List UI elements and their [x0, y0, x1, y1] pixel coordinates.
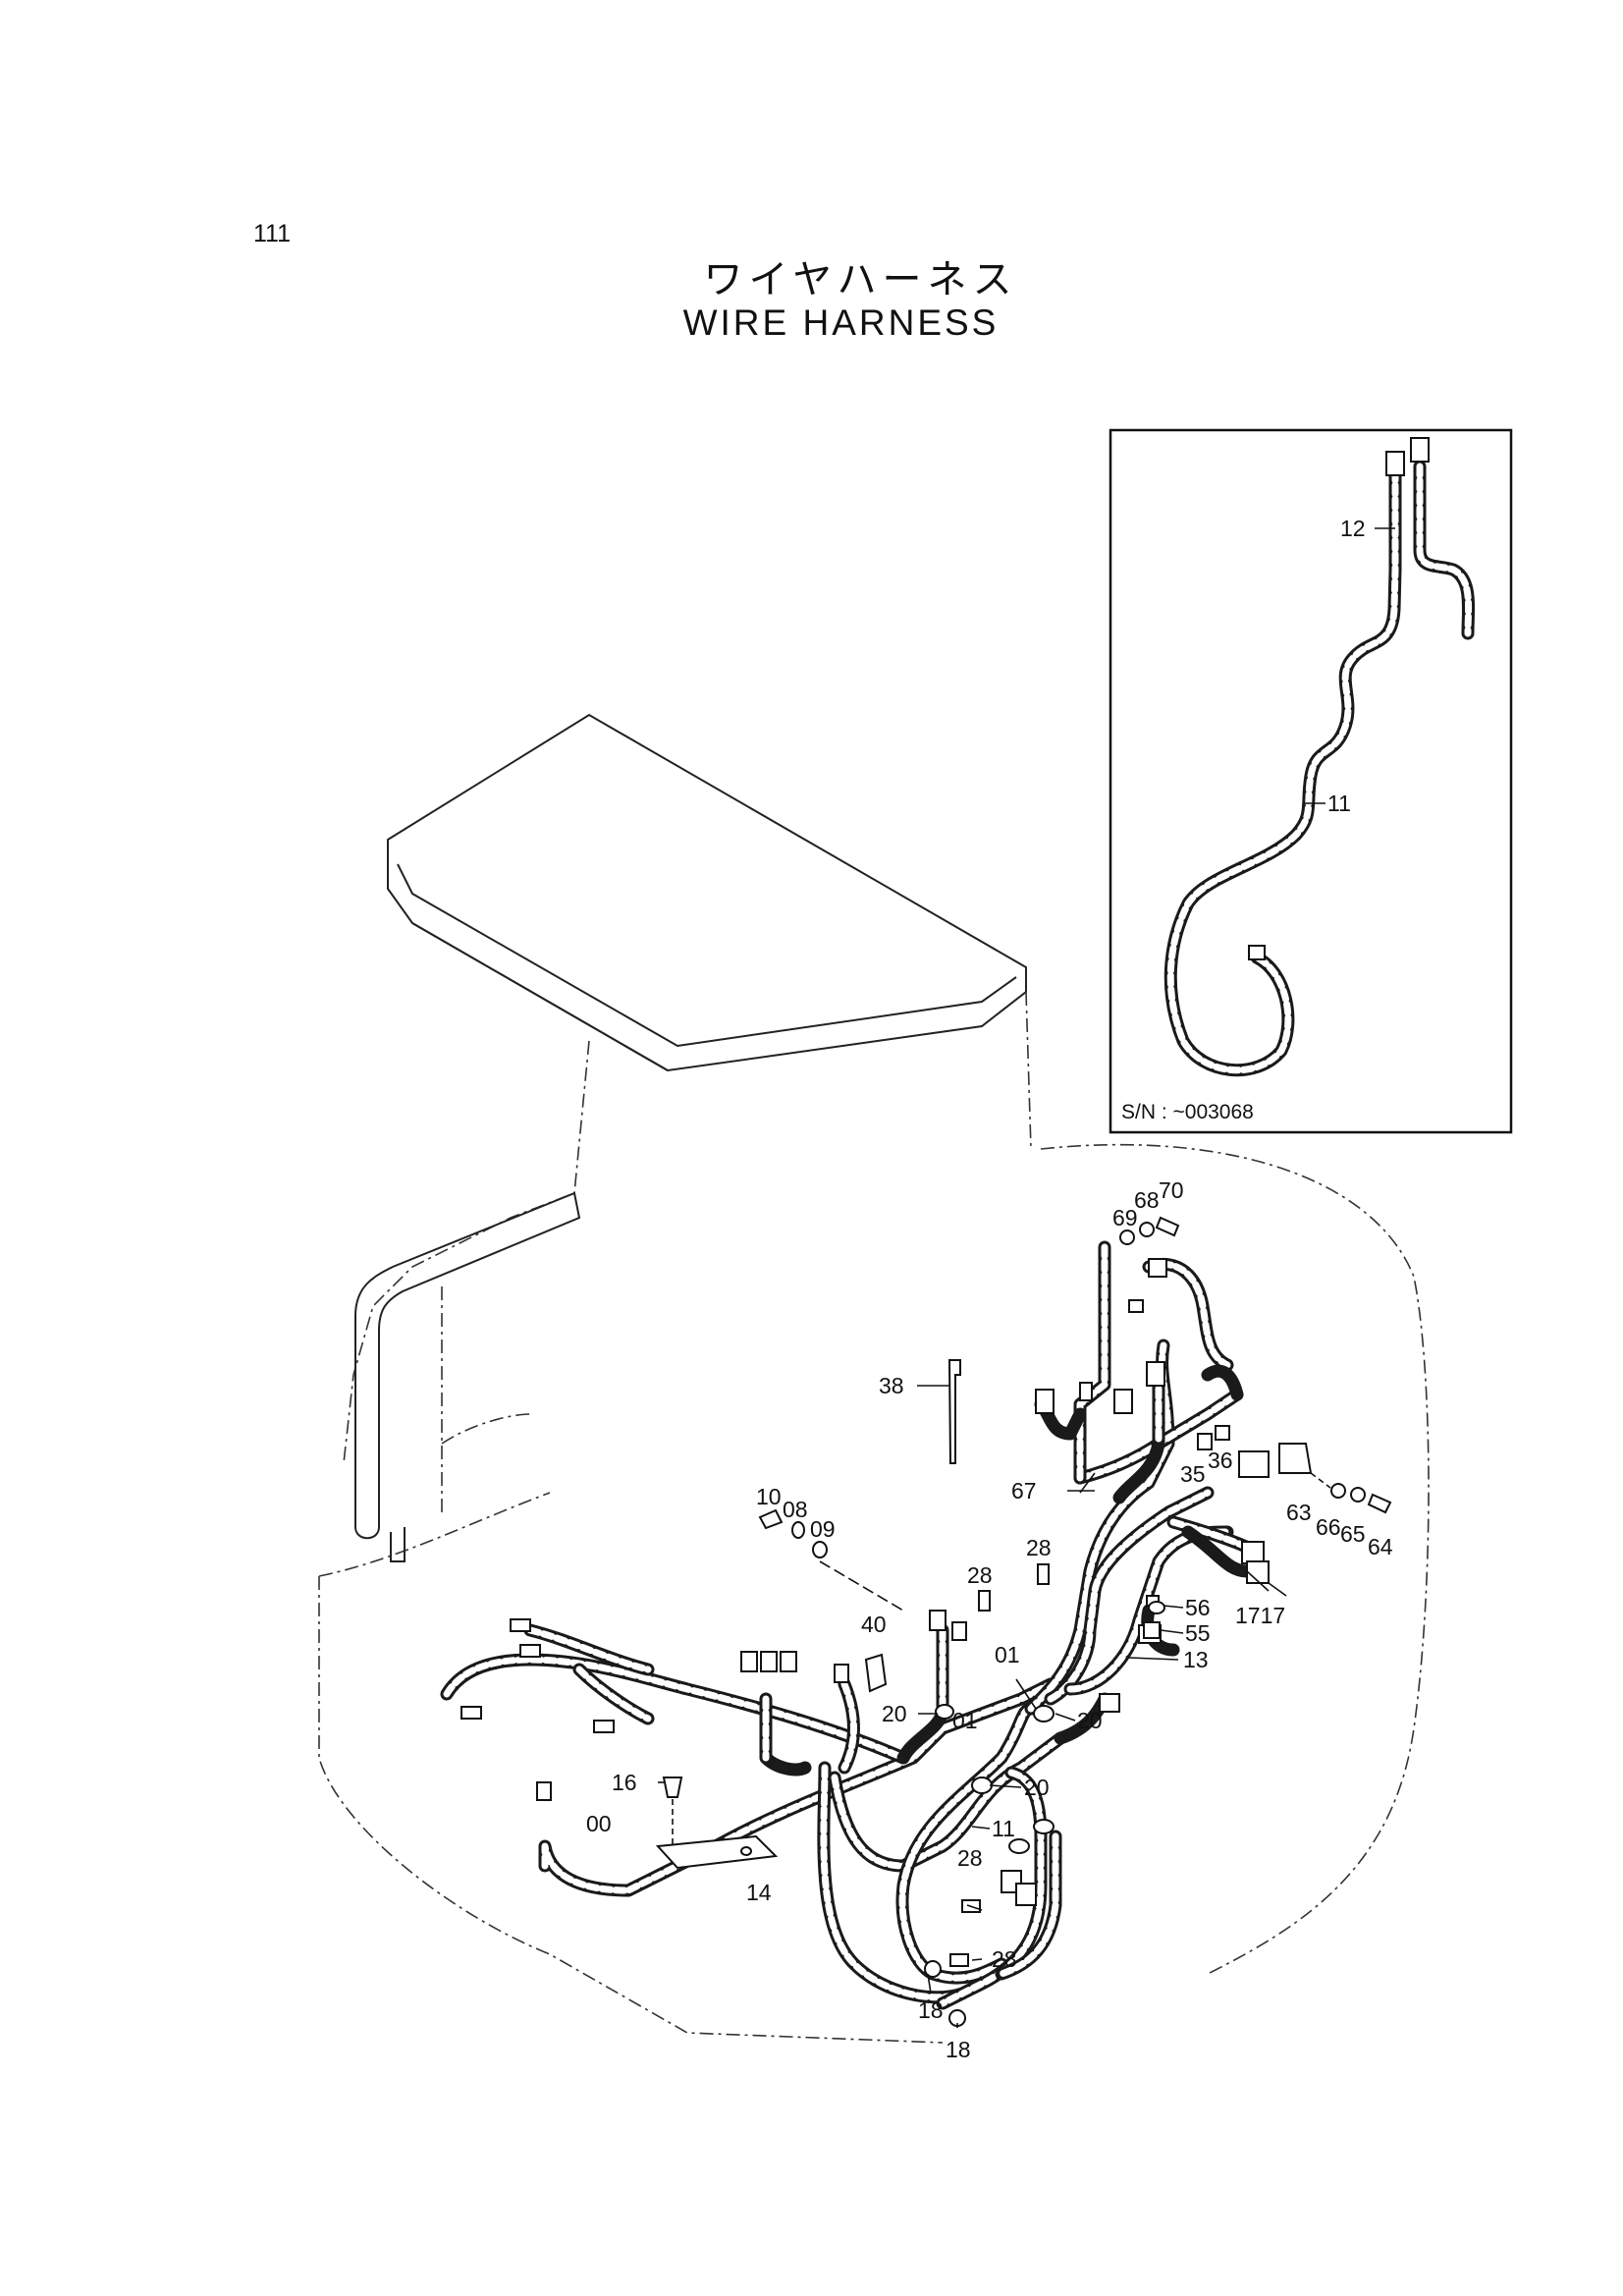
callout-36: 36	[1208, 1448, 1233, 1473]
connectors	[460, 1258, 1270, 1906]
callout-18-left: 18	[918, 1997, 944, 2023]
hardware	[655, 1216, 1392, 2027]
callout-28-top-left: 28	[967, 1562, 993, 1588]
inset-panel: 12 11 S/N : ~003068	[1109, 428, 1513, 1134]
callout-28-lower-right: 28	[992, 1946, 1017, 1972]
callout-13: 13	[1183, 1647, 1209, 1672]
title-japanese: ワイヤハーネス	[703, 257, 1018, 302]
callout-66: 66	[1316, 1514, 1341, 1540]
callout-00: 00	[586, 1811, 612, 1836]
callout-01-lower: 01	[952, 1708, 978, 1733]
seat-frame	[354, 1191, 581, 1562]
callout-38: 38	[879, 1373, 904, 1398]
callout-09: 09	[810, 1516, 836, 1542]
callout-labels: 70 68 69 38 10 08 09 35 36 67 63 66 65 6…	[586, 1177, 1393, 2062]
callout-65: 65	[1340, 1521, 1366, 1547]
callout-08: 08	[783, 1497, 808, 1522]
callout-20-middle: 20	[1024, 1775, 1050, 1800]
leader-lines	[658, 1385, 1331, 2028]
callout-69: 69	[1112, 1205, 1138, 1230]
callout-1717: 1717	[1235, 1603, 1285, 1628]
callout-68: 68	[1134, 1187, 1160, 1213]
callout-35: 35	[1180, 1461, 1206, 1487]
callout-40: 40	[861, 1612, 887, 1637]
callout-14: 14	[746, 1880, 772, 1905]
callout-01-upper: 01	[995, 1642, 1020, 1667]
callout-56: 56	[1185, 1595, 1211, 1620]
main-harness	[440, 1240, 1264, 2010]
callout-16: 16	[612, 1770, 637, 1795]
inset-callout-11: 11	[1327, 791, 1351, 816]
callout-20-left: 20	[882, 1701, 907, 1726]
callout-10: 10	[756, 1484, 782, 1509]
inset-callout-12: 12	[1340, 516, 1366, 541]
callout-55: 55	[1185, 1620, 1211, 1646]
callout-18-bottom: 18	[946, 2037, 971, 2062]
callout-70: 70	[1159, 1177, 1184, 1203]
title-english: WIRE HARNESS	[682, 302, 1000, 343]
cab-roof	[387, 713, 1027, 1072]
callout-67: 67	[1011, 1478, 1037, 1503]
callout-11: 11	[992, 1816, 1015, 1841]
page-number: 111	[253, 220, 292, 247]
cab-outline	[318, 991, 1430, 2044]
callout-28-top-right: 28	[1026, 1535, 1052, 1560]
callout-28-lower-left: 28	[957, 1845, 983, 1871]
serial-note: S/N : ~003068	[1121, 1101, 1254, 1123]
callout-64: 64	[1368, 1534, 1393, 1559]
callout-20-right: 20	[1077, 1708, 1103, 1733]
callout-63: 63	[1286, 1500, 1312, 1525]
